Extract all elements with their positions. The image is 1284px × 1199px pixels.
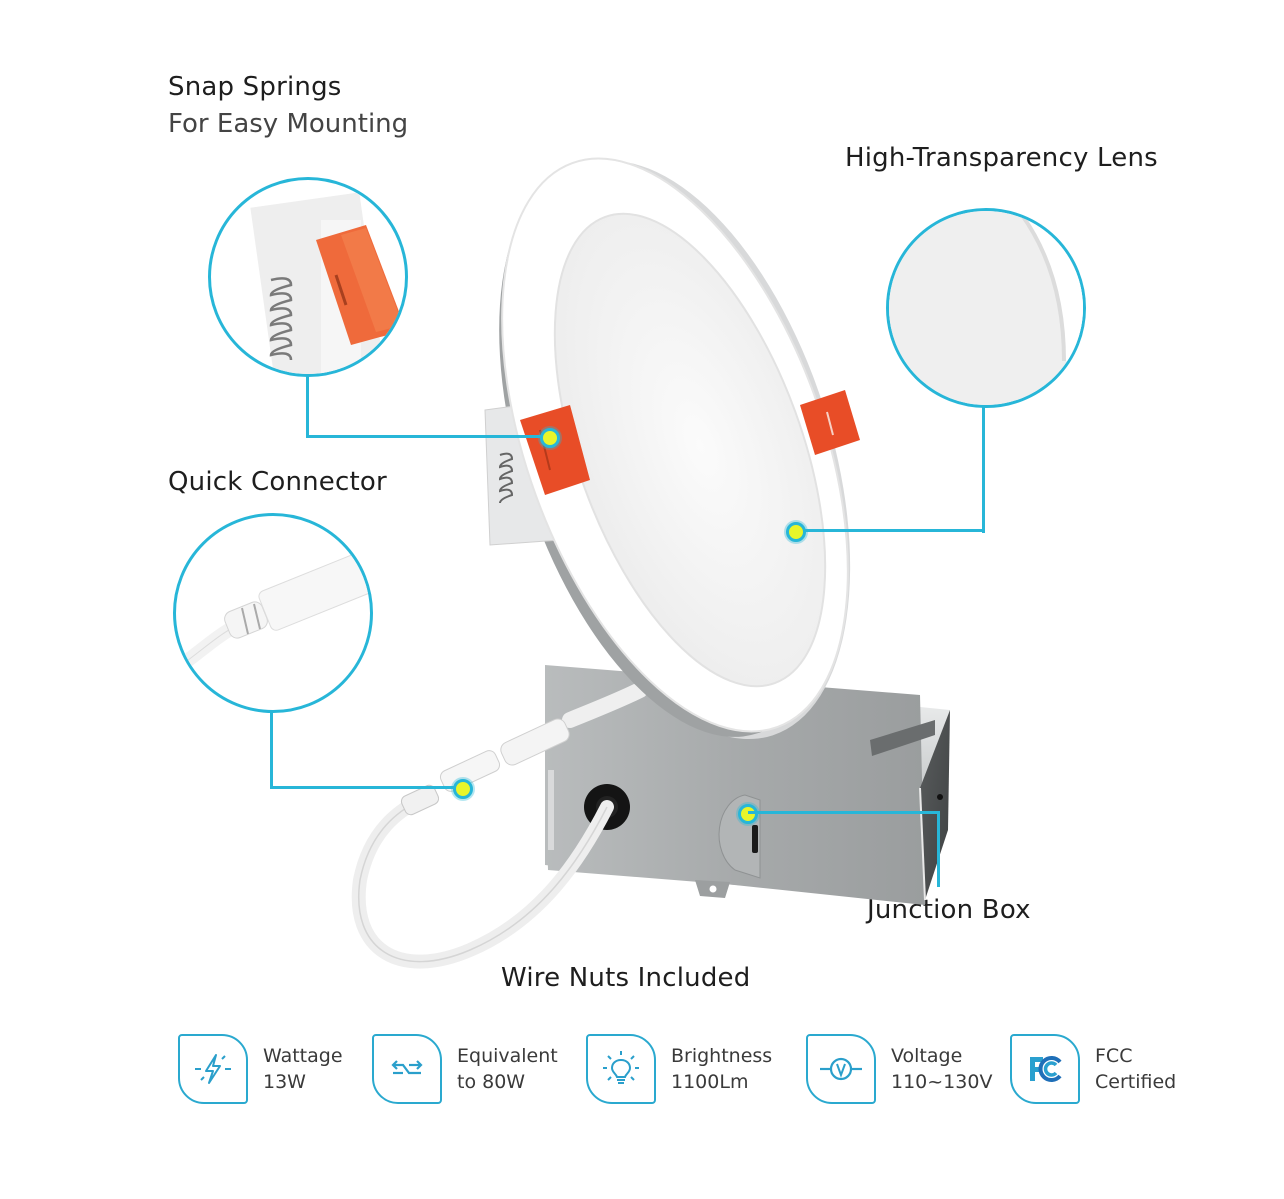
spec-brightness: Brightness 1100Lm [586,1032,772,1106]
snap-springs-leader-horizontal [306,435,548,438]
spec-equivalent: Equivalent to 80W [372,1032,558,1106]
lens-title: High-Transparency Lens [845,143,1158,173]
spec-value: to 80W [457,1071,526,1093]
equivalent-arrows-icon [372,1034,442,1104]
spec-value: 13W [263,1071,306,1093]
spec-value: 110~130V [891,1071,993,1093]
spec-label: FCC [1095,1045,1133,1067]
spec-wattage: Wattage 13W [178,1032,343,1106]
snap-springs-zoom-circle [208,177,408,377]
spec-label: Equivalent [457,1045,558,1067]
lens-leader-horizontal [798,529,985,532]
junction-box-anchor-dot [738,804,758,824]
lens-detail-image [889,211,1083,405]
snap-springs-subtitle: For Easy Mounting [168,109,409,139]
spec-label: Voltage [891,1045,963,1067]
spec-value: 1100Lm [671,1071,749,1093]
lightning-bolt-icon [178,1034,248,1104]
quick-connector-leader-vertical [270,711,273,789]
spec-value: Certified [1095,1071,1177,1093]
downlight-product-illustration [351,157,950,969]
snap-springs-title: Snap Springs [168,72,342,102]
lens-leader-vertical [982,406,985,533]
spec-label: Brightness [671,1045,773,1067]
quick-connector-zoom-circle [173,513,373,713]
spec-fcc: FCC Certified [1010,1032,1176,1106]
spec-label: Wattage [263,1045,343,1067]
quick-connector-detail-image [176,553,370,678]
light-bulb-icon [586,1034,656,1104]
spec-voltage: Voltage 110~130V [806,1032,992,1106]
quick-connector-title: Quick Connector [168,467,387,497]
lens-zoom-circle [886,208,1086,408]
junction-box-leader-horizontal [748,811,940,814]
junction-box-leader-vertical [937,811,940,887]
fcc-logo-icon [1010,1034,1080,1104]
snap-springs-leader-vertical [306,376,309,438]
quick-connector-anchor-dot [453,779,473,799]
wire-nuts-title: Wire Nuts Included [501,963,751,993]
voltage-meter-icon [806,1034,876,1104]
quick-connector-leader-horizontal [270,786,460,789]
lens-anchor-dot [786,522,806,542]
right-snap-clip [800,390,860,455]
snap-spring-detail-image [250,192,405,374]
snap-springs-anchor-dot [540,428,560,448]
